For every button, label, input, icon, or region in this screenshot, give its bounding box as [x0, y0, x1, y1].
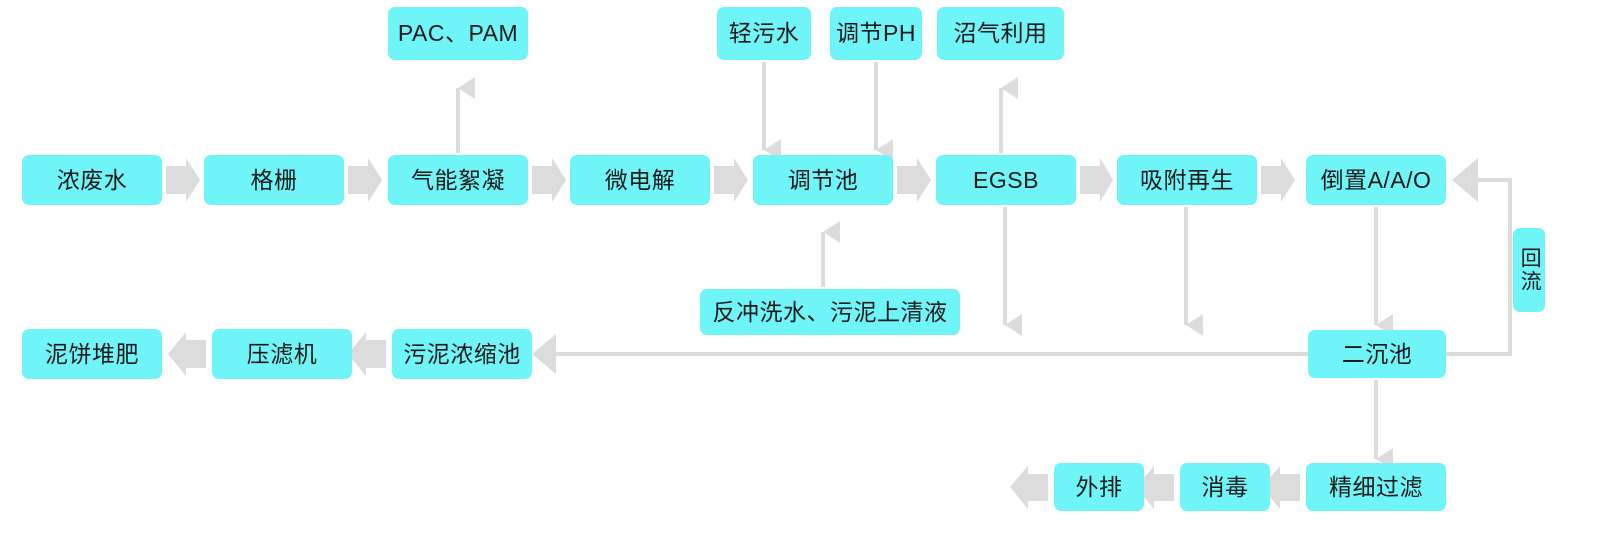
- sludge-line: [532, 207, 1308, 374]
- return-loop: [1446, 158, 1512, 356]
- node-egsb[interactable]: EGSB: [936, 155, 1076, 205]
- node-wei-dian-jie[interactable]: 微电解: [570, 155, 710, 205]
- node-jing-xi-guo-lv[interactable]: 精细过滤: [1306, 463, 1446, 511]
- top-feed-arrows: [456, 62, 1018, 161]
- node-zhao-qi-li-yong[interactable]: 沼气利用: [937, 7, 1064, 60]
- node-tiao-jie-chi[interactable]: 调节池: [753, 155, 893, 205]
- node-qi-neng-xu-ning[interactable]: 气能絮凝: [388, 155, 528, 205]
- node-xiao-du[interactable]: 消毒: [1180, 463, 1270, 511]
- node-ni-bing-dui-fei[interactable]: 泥饼堆肥: [22, 329, 162, 379]
- node-nong-fei-shui[interactable]: 浓废水: [22, 155, 162, 205]
- node-fan-chong-xi-shui[interactable]: 反冲洗水、污泥上清液: [700, 289, 960, 335]
- node-wai-pai[interactable]: 外排: [1054, 463, 1144, 511]
- node-dao-zhi-aao[interactable]: 倒置A/A/O: [1306, 155, 1446, 205]
- node-pac-pam[interactable]: PAC、PAM: [388, 7, 528, 60]
- effluent-chain-arrows: [1010, 466, 1300, 509]
- node-xi-fu-zai-sheng[interactable]: 吸附再生: [1117, 155, 1257, 205]
- main-chain-arrows: [166, 158, 1295, 202]
- node-wu-ni-nong-suo-chi[interactable]: 污泥浓缩池: [392, 329, 532, 379]
- node-hui-liu[interactable]: 回流: [1513, 228, 1545, 312]
- node-ge-shan[interactable]: 格栅: [204, 155, 344, 205]
- node-ya-lv-ji[interactable]: 压滤机: [212, 329, 352, 379]
- node-er-chen-chi[interactable]: 二沉池: [1308, 330, 1446, 378]
- node-qing-wu-shui[interactable]: 轻污水: [717, 7, 811, 60]
- node-tiao-jie-ph[interactable]: 调节PH: [830, 7, 922, 60]
- sludge-chain-arrows: [168, 332, 386, 376]
